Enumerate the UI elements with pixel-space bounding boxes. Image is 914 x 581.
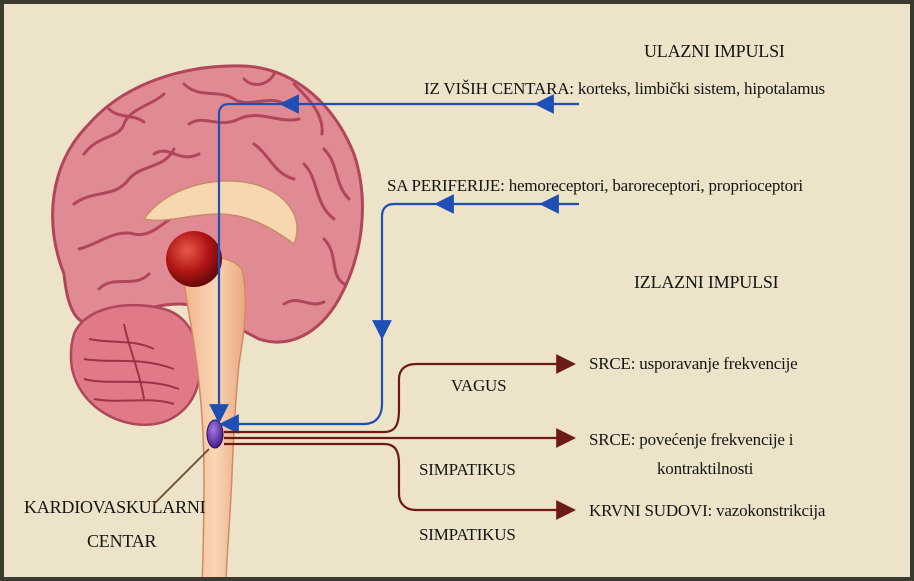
center-label-line1: KARDIOVASKULARNI <box>24 497 205 518</box>
output-heart-slow-label: SRCE: usporavanje frekvencije <box>589 354 798 374</box>
output-heart-fast-label-line1: SRCE: povećenje frekvencije i <box>589 430 793 450</box>
nerve-vagus-label: VAGUS <box>451 376 506 396</box>
output-vessels-label: KRVNI SUDOVI: vazokonstrikcija <box>589 501 825 521</box>
input-title: ULAZNI IMPULSI <box>644 41 785 62</box>
output-heart-fast-label-line2: kontraktilnosti <box>657 459 753 479</box>
input-periphery-label: SA PERIFERIJE: hemoreceptori, barorecept… <box>387 176 803 196</box>
nerve-sympathetic-label-1: SIMPATIKUS <box>419 460 516 480</box>
output-arrows <box>224 364 574 510</box>
thalamus-sphere <box>166 231 222 287</box>
output-title: IZLAZNI IMPULSI <box>634 272 778 293</box>
cardiovascular-center-oval <box>207 420 223 448</box>
brainstem <box>184 257 246 581</box>
input-higher-centers-label: IZ VIŠIH CENTARA: korteks, limbički sist… <box>424 79 825 99</box>
arrow-sympathetic-vessels <box>224 444 574 510</box>
center-label-line2: CENTAR <box>87 531 156 552</box>
arrow-vagus <box>224 364 574 432</box>
nerve-sympathetic-label-2: SIMPATIKUS <box>419 525 516 545</box>
